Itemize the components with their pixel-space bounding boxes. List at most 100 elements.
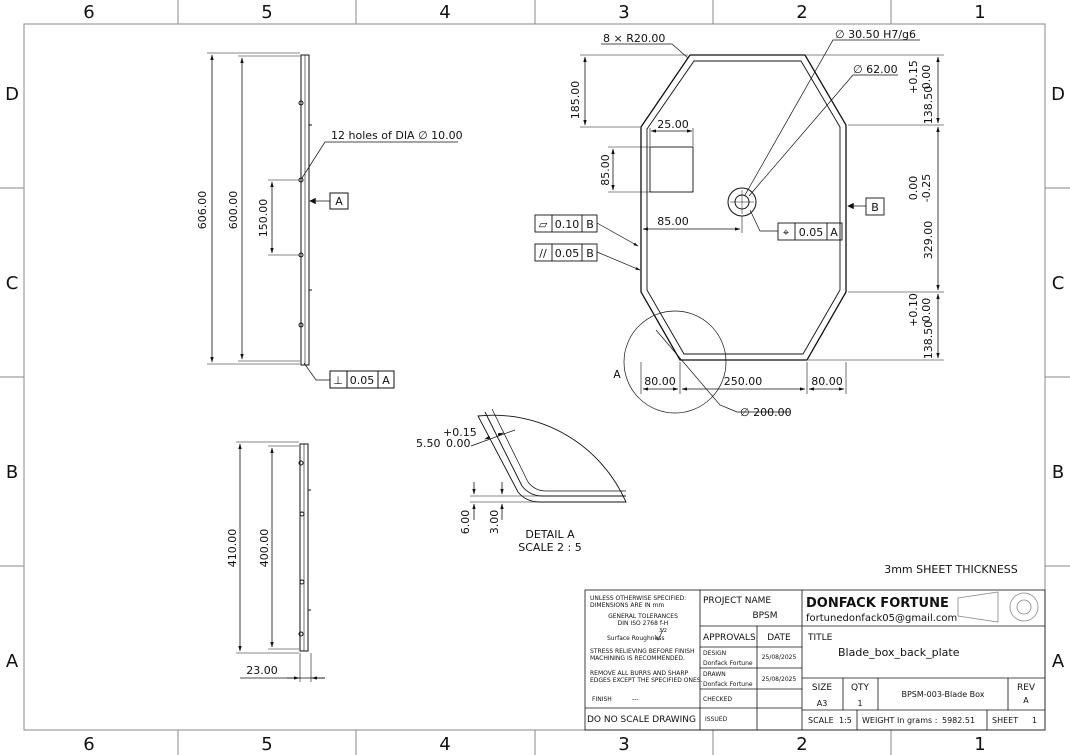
- scale-value: 1:5: [839, 716, 852, 725]
- issued-label: ISSUED: [705, 716, 728, 723]
- zone-row-right-d: D: [1051, 84, 1065, 105]
- detail-scale: SCALE 2 : 5: [518, 541, 581, 554]
- detail-dim-300: 3.00: [488, 510, 501, 535]
- surface-roughness-label: Surface Roughness: [607, 635, 665, 642]
- detail-circle-callout: ∅ 200.00: [740, 406, 792, 419]
- perp-symbol: ⊥: [333, 374, 343, 387]
- perp-reference: A: [382, 374, 390, 387]
- scale-label: SCALE: [808, 716, 834, 725]
- dim-80-left: 80.00: [644, 375, 676, 388]
- drawn-label: DRAWN: [703, 671, 726, 678]
- tol-top-upper: +0.15: [907, 60, 920, 94]
- dim-410: 410.00: [226, 529, 239, 568]
- zone-row-right-c: C: [1052, 273, 1065, 294]
- note-general-tol: GENERAL TOLERANCES: [608, 613, 678, 620]
- tol-top-lower: 0.00: [920, 65, 933, 90]
- zone-row-right-a: A: [1052, 651, 1065, 672]
- drawing-title: Blade_box_back_plate: [838, 646, 960, 659]
- side-view-bottom-labels: 410.00 400.00 23.00: [226, 529, 278, 677]
- zone-col-top-4: 4: [439, 2, 450, 23]
- dim-85-vertical: 85.00: [599, 154, 612, 186]
- sheet-value: 1: [1032, 716, 1037, 725]
- boss-callout: ∅ 62.00: [853, 63, 898, 76]
- design-date: 25/08/2025: [762, 654, 797, 661]
- side-view-top: [207, 52, 458, 389]
- sheet-label: SHEET: [992, 716, 1018, 725]
- title-label: TITLE: [807, 633, 833, 643]
- zone-col-top-6: 6: [83, 2, 94, 23]
- zone-col-bot-1: 1: [974, 734, 985, 755]
- dim-85-horizontal: 85.00: [657, 215, 689, 228]
- detail-tol-lower: 0.00: [446, 437, 471, 450]
- sheet-thickness-note: 3mm SHEET THICKNESS: [884, 563, 1018, 576]
- holes-note: 12 holes of DIA ∅ 10.00: [331, 129, 463, 142]
- zone-row-left-b: B: [6, 462, 18, 483]
- stress-note-2: MACHINING IS RECOMMENDED.: [590, 655, 685, 662]
- flatness-tolerance: 0.10: [555, 218, 580, 231]
- dim-606: 606.00: [196, 191, 209, 230]
- detail-a-labels: +0.15 5.50 0.00 6.00 3.00 DETAIL A SCALE…: [416, 426, 582, 554]
- note-din: DIN ISO 2768 f-H: [618, 620, 669, 627]
- detail-title: DETAIL A: [525, 528, 575, 541]
- approvals-label: APPROVALS: [703, 633, 756, 643]
- weight-value: 5982.51: [942, 716, 975, 725]
- tol-mid-upper: 0.00: [907, 176, 920, 201]
- project-value: BPSM: [752, 611, 777, 621]
- tol-bot-lower: 0.00: [920, 298, 933, 323]
- zone-col-bot-2: 2: [796, 734, 807, 755]
- stress-note-1: STRESS RELIEVING BEFORE FINISH: [590, 648, 695, 655]
- title-block: UNLESS OTHERWISE SPECIFIED: DIMENSIONS A…: [584, 589, 1046, 731]
- datum-b-label: B: [871, 201, 879, 214]
- qty-value: 1: [857, 699, 862, 708]
- dim-138-bottom: 138.50: [922, 321, 935, 360]
- dim-23: 23.00: [246, 664, 278, 677]
- flatness-symbol: ⏥: [539, 218, 548, 231]
- size-value: A3: [817, 699, 828, 708]
- zone-row-left-a: A: [6, 651, 19, 672]
- parallel-reference: B: [586, 247, 594, 260]
- dim-150: 150.00: [257, 199, 270, 238]
- front-view: [534, 39, 944, 414]
- detail-a-view: [470, 408, 627, 520]
- parallel-symbol: //: [539, 247, 547, 260]
- flatness-reference: B: [586, 218, 594, 231]
- rev-value: A: [1023, 696, 1029, 705]
- company-email: fortunedonfack05@gmail.com: [806, 613, 957, 624]
- burr-note-1: REMOVE ALL BURRS AND SHARP: [590, 670, 689, 677]
- design-name: Donfack Fortune: [703, 660, 753, 667]
- dim-600: 600.00: [227, 191, 240, 230]
- tol-bot-upper: +0.10: [907, 293, 920, 327]
- zone-col-bot-3: 3: [618, 734, 629, 755]
- side-view-top-labels: 606.00 600.00 150.00 12 holes of DIA ∅ 1…: [196, 129, 463, 387]
- detail-dim-550: 5.50: [416, 437, 441, 450]
- drawn-date: 25/08/2025: [762, 676, 797, 683]
- parallel-tolerance: 0.05: [555, 247, 580, 260]
- note-unless: UNLESS OTHERWISE SPECIFIED:: [590, 595, 686, 602]
- finish-label: FINISH: [592, 696, 612, 703]
- corner-radius-note: 8 × R20.00: [603, 32, 665, 45]
- rev-label: REV: [1017, 683, 1036, 693]
- position-tolerance: 0.05: [799, 226, 824, 239]
- no-scale-note: DO NO SCALE DRAWING: [587, 715, 696, 725]
- note-units: DIMENSIONS ARE IN mm: [590, 602, 664, 609]
- front-view-labels: 8 × R20.00 ∅ 30.50 H7/g6 ∅ 62.00 185.00 …: [539, 28, 935, 419]
- position-symbol: ⌖: [783, 226, 789, 239]
- weight-label: WEIGHT In grams :: [862, 716, 937, 725]
- perp-tolerance: 0.05: [350, 374, 375, 387]
- zone-col-bot-6: 6: [83, 734, 94, 755]
- detail-tol-upper: +0.15: [443, 426, 477, 439]
- dim-329: 329.00: [922, 221, 935, 260]
- date-label: DATE: [767, 633, 791, 643]
- zone-col-top-3: 3: [618, 2, 629, 23]
- side-view-bottom: [236, 441, 325, 682]
- zone-row-left-c: C: [6, 273, 19, 294]
- zone-col-top-1: 1: [974, 2, 985, 23]
- qty-label: QTY: [851, 683, 870, 693]
- checked-label: CHECKED: [703, 696, 732, 703]
- finish-value: ---: [632, 696, 639, 703]
- dim-250: 250.00: [724, 375, 763, 388]
- burr-note-2: EDGES EXCEPT THE SPECIFIED ONES.: [590, 677, 703, 684]
- size-label: SIZE: [812, 683, 833, 693]
